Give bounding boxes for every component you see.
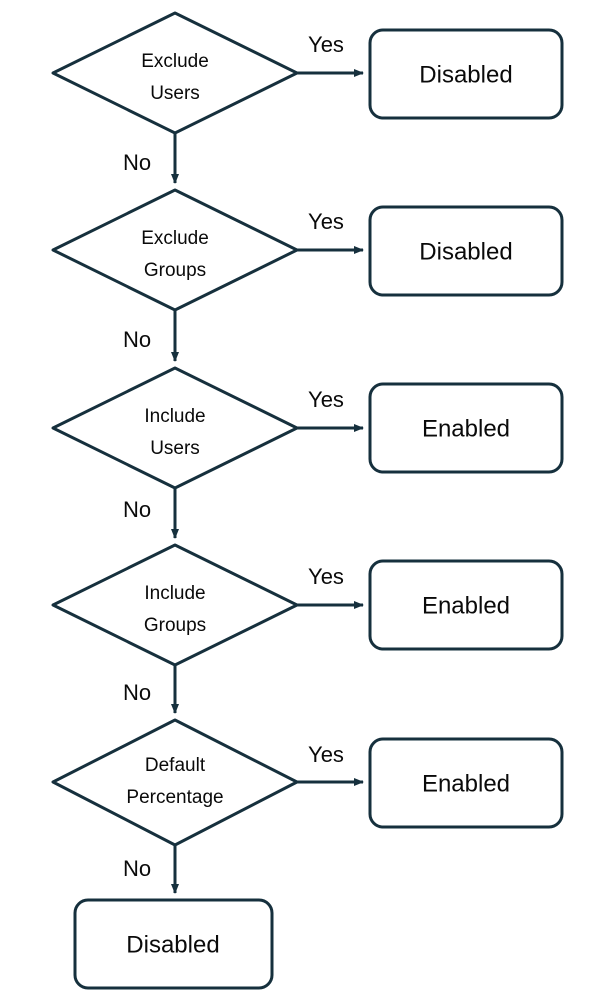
decision-node-default-percentage[interactable]: Default Percentage (51, 718, 299, 847)
decision-label-line1: Exclude (141, 228, 209, 249)
terminal-box (368, 559, 564, 651)
decision-node-exclude-groups[interactable]: Exclude Groups (51, 188, 299, 312)
decision-diamond (51, 366, 299, 490)
edge-label-no: No (123, 497, 151, 522)
edge-label-no: No (123, 856, 151, 881)
decision-node-include-groups[interactable]: Include Groups (51, 543, 299, 667)
terminal-box (368, 205, 564, 297)
decision-diamond (51, 188, 299, 312)
terminal-label: Disabled (126, 931, 219, 958)
terminal-box (368, 382, 564, 474)
decision-diamond (51, 718, 299, 847)
edge-include-users-yes: Yes (297, 387, 364, 432)
decision-label-line2: Groups (144, 260, 206, 281)
terminal-node-enabled-2[interactable]: Enabled (368, 559, 564, 651)
edge-exclude-users-no: No (123, 133, 179, 184)
terminal-node-enabled-1[interactable]: Enabled (368, 382, 564, 474)
decision-label-line2: Users (150, 438, 200, 459)
decision-label-line1: Include (144, 406, 205, 427)
terminal-label: Enabled (422, 770, 510, 797)
edge-exclude-groups-no: No (123, 310, 179, 362)
terminal-box (73, 898, 274, 990)
decision-label-line2: Groups (144, 615, 206, 636)
edge-include-groups-yes: Yes (297, 564, 364, 609)
decision-label-line2: Percentage (126, 787, 223, 808)
edge-label-no: No (123, 150, 151, 175)
terminal-label: Enabled (422, 415, 510, 442)
decision-diamond (51, 11, 299, 135)
edge-label-yes: Yes (308, 564, 344, 589)
edge-include-groups-no: No (123, 665, 179, 714)
terminal-node-disabled-1[interactable]: Disabled (368, 28, 564, 120)
edge-label-yes: Yes (308, 387, 344, 412)
edge-exclude-groups-yes: Yes (297, 209, 364, 254)
decision-label-line2: Users (150, 83, 200, 104)
edge-label-yes: Yes (308, 209, 344, 234)
decision-node-include-users[interactable]: Include Users (51, 366, 299, 490)
edge-exclude-users-yes: Yes (297, 32, 364, 77)
edge-label-no: No (123, 327, 151, 352)
terminal-node-disabled-2[interactable]: Disabled (368, 205, 564, 297)
decision-label-line1: Default (145, 755, 206, 776)
terminal-box (368, 737, 564, 829)
terminal-label: Disabled (419, 238, 512, 265)
decision-label-line1: Exclude (141, 51, 209, 72)
decision-label-line1: Include (144, 583, 205, 604)
terminal-node-disabled-final[interactable]: Disabled (73, 898, 274, 990)
edge-label-yes: Yes (308, 742, 344, 767)
edge-label-no: No (123, 680, 151, 705)
edge-label-yes: Yes (308, 32, 344, 57)
decision-node-exclude-users[interactable]: Exclude Users (51, 11, 299, 135)
terminal-label: Disabled (419, 61, 512, 88)
terminal-label: Enabled (422, 592, 510, 619)
terminal-node-enabled-3[interactable]: Enabled (368, 737, 564, 829)
terminal-box (368, 28, 564, 120)
edge-default-percentage-yes: Yes (297, 742, 364, 786)
decision-diamond (51, 543, 299, 667)
edge-default-percentage-no: No (123, 845, 179, 894)
edge-include-users-no: No (123, 488, 179, 539)
